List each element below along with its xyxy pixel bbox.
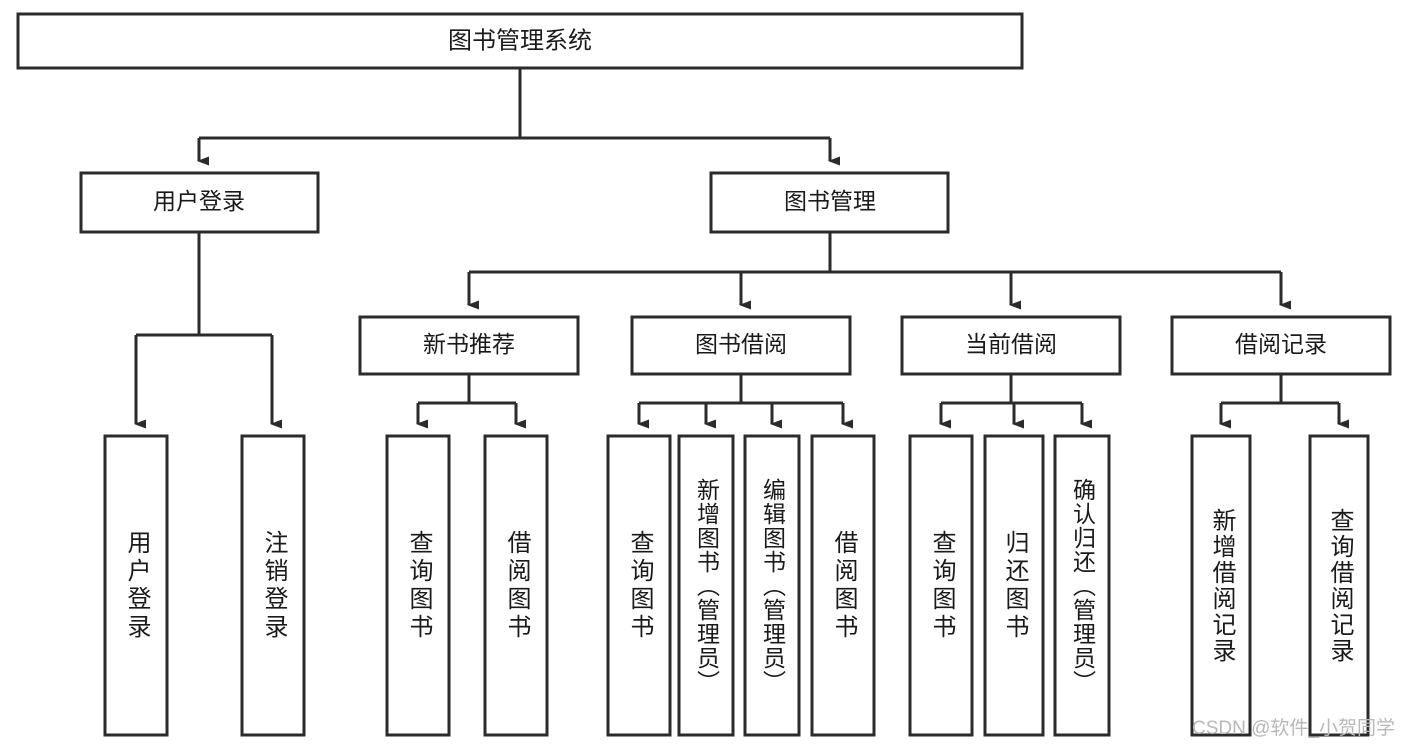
node-borrow-record[interactable]: 借阅记录 — [1170, 315, 1392, 376]
leaf-user-login-box[interactable] — [103, 434, 169, 737]
node-current-borrow[interactable]: 当前借阅 — [900, 315, 1122, 376]
root-node-box[interactable] — [16, 12, 1024, 70]
leaf-query-book-current-box[interactable] — [908, 434, 974, 737]
node-book-management[interactable]: 图书管理 — [709, 171, 950, 234]
node-new-book-recommend-box[interactable] — [358, 315, 580, 376]
root-node[interactable]: 图书管理系统 — [16, 12, 1024, 70]
node-user-login-label: 用户登录 — [153, 188, 245, 214]
leaf-boxes — [103, 434, 1370, 737]
leaf-query-book-recommend-box[interactable] — [385, 434, 451, 737]
node-current-borrow-label: 当前借阅 — [965, 331, 1057, 357]
connector-group-book-borrow — [637, 374, 853, 429]
node-user-login[interactable]: 用户登录 — [79, 171, 320, 234]
node-book-management-label: 图书管理 — [784, 188, 876, 214]
leaf-add-borrow-record-box[interactable] — [1190, 434, 1252, 737]
connector-group-user-login — [134, 232, 282, 429]
leaf-confirm-return-admin-box[interactable] — [1053, 434, 1111, 737]
leaf-borrow-book-recommend-box[interactable] — [483, 434, 549, 737]
node-book-borrow[interactable]: 图书借阅 — [630, 315, 852, 376]
leaf-query-borrow-record-box[interactable] — [1308, 434, 1370, 737]
csdn-watermark: CSDN @软件_小贺同学 — [1192, 718, 1395, 739]
leaf-return-book-box[interactable] — [983, 434, 1045, 737]
leaf-borrow-book-box[interactable] — [810, 434, 876, 737]
connector-group-current-borrow — [939, 374, 1092, 429]
leaf-query-book-borrow-box[interactable] — [606, 434, 672, 737]
leaf-logout-login-box[interactable] — [240, 434, 306, 737]
node-borrow-record-label: 借阅记录 — [1235, 331, 1327, 357]
connector-group-borrow-record — [1219, 374, 1349, 429]
connector-group-root — [197, 68, 840, 166]
connector-group-book-management — [467, 232, 1291, 310]
node-new-book-recommend[interactable]: 新书推荐 — [358, 315, 580, 376]
node-book-management-box[interactable] — [709, 171, 950, 234]
node-borrow-record-box[interactable] — [1170, 315, 1392, 376]
node-current-borrow-box[interactable] — [900, 315, 1122, 376]
leaf-add-book-admin-box[interactable] — [677, 434, 735, 737]
leaf-edit-book-admin-box[interactable] — [743, 434, 801, 737]
node-user-login-box[interactable] — [79, 171, 320, 234]
connector-group-new-book-recommend — [416, 374, 526, 429]
node-book-borrow-label: 图书借阅 — [695, 331, 787, 357]
node-new-book-recommend-label: 新书推荐 — [423, 331, 515, 357]
node-book-borrow-box[interactable] — [630, 315, 852, 376]
root-node-label: 图书管理系统 — [448, 27, 592, 54]
